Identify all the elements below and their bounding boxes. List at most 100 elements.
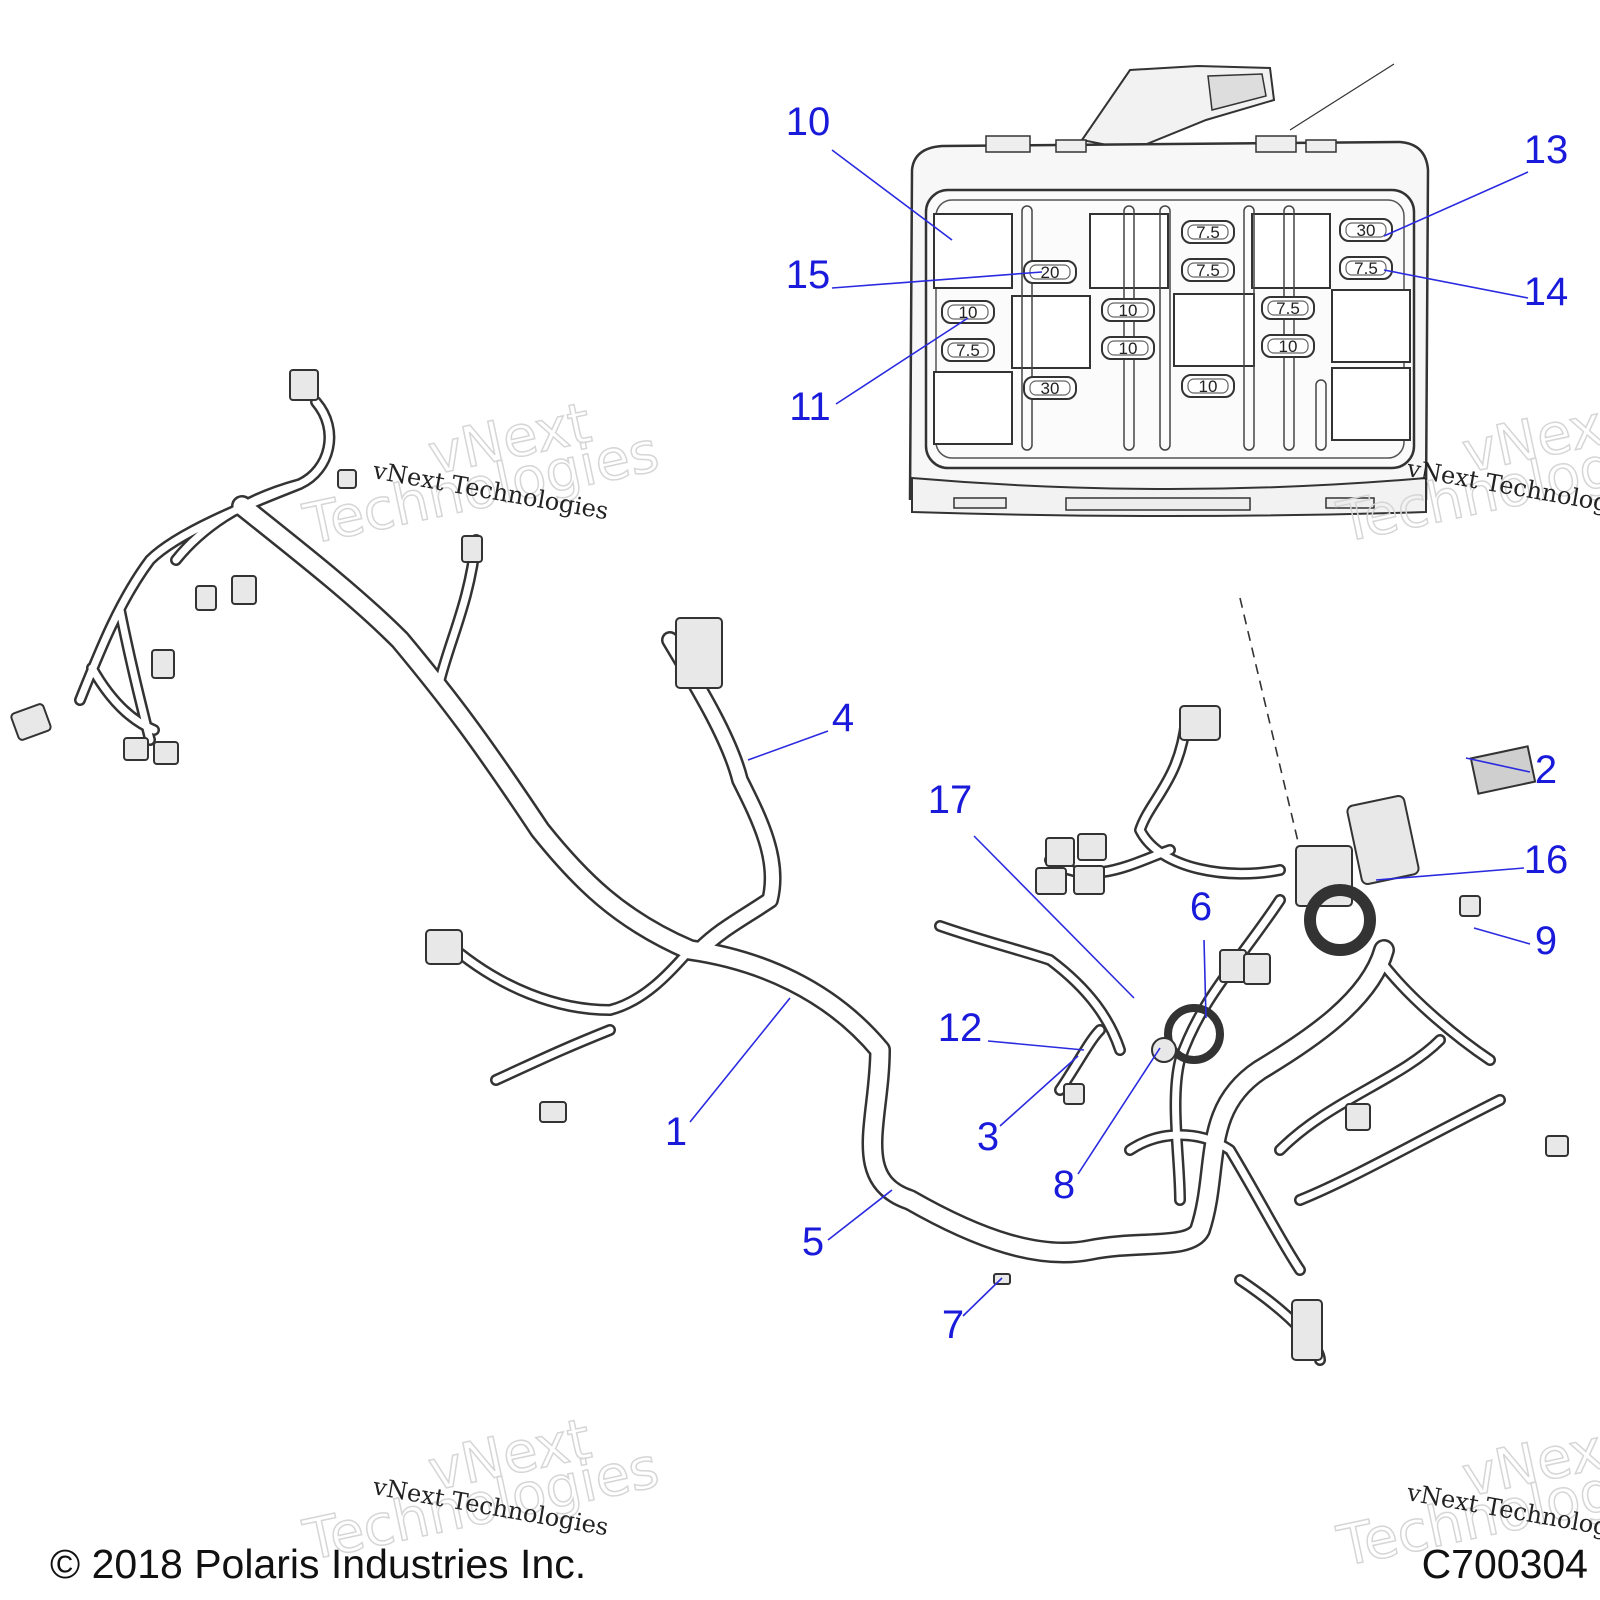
fuse-inner (1267, 338, 1309, 354)
fuse-body (1339, 256, 1393, 280)
callout-number: 8 (1053, 1163, 1075, 1207)
fuse-rating: 7.5 (1196, 223, 1220, 242)
callout-number: 5 (802, 1220, 824, 1264)
fuse-inner (1267, 300, 1309, 316)
callout-number: 14 (1524, 270, 1569, 314)
callout-number: 11 (789, 385, 831, 429)
callout-number: 17 (928, 778, 973, 822)
fuse-rating: 7.5 (1196, 261, 1220, 280)
callout-leader (1375, 867, 1525, 881)
fuse-rating: 7.5 (1354, 259, 1378, 278)
callout: 16 (1375, 838, 1569, 882)
fuse-layer: 7.5 7.5 30 7.5 20 10 7.5 10 10 7.5 10 30 10 (941, 218, 1393, 400)
fuse-body (1101, 298, 1155, 322)
fuse-body (1023, 376, 1077, 400)
callout-leader (835, 317, 969, 405)
fuse-rating: 7.5 (956, 341, 980, 360)
fuse-rating: 10 (1119, 339, 1138, 358)
callout: 2 (1465, 748, 1557, 792)
fuse-body (941, 300, 995, 324)
trunk-body (233, 497, 1393, 1261)
fuse-body (941, 338, 995, 362)
fuse-inner (1345, 222, 1387, 238)
callout: 9 (1473, 919, 1557, 963)
callout: 12 (938, 1006, 1085, 1051)
callout-leader (747, 730, 829, 761)
fuse-inner (1107, 302, 1149, 318)
callout: 11 (789, 317, 969, 429)
callout-number: 13 (1524, 128, 1569, 172)
diagram-code: C700304 (1422, 1541, 1588, 1587)
callout-leader (1203, 939, 1207, 1019)
fuse-box-detail: 7.5 7.5 30 7.5 20 10 7.5 10 10 7.5 10 30 10 (908, 63, 1430, 517)
callout-number: 2 (1535, 748, 1557, 792)
fuse-body (1101, 336, 1155, 360)
fuse: 7.5 (1339, 256, 1393, 280)
fuse: 10 (1101, 298, 1155, 322)
branchD-body (936, 922, 1124, 1094)
callout-leader (999, 1055, 1079, 1127)
callout-leader (1473, 927, 1531, 945)
callout-leader (1077, 1047, 1161, 1175)
callout: 5 (802, 1189, 893, 1264)
callout-number: 1 (665, 1110, 687, 1154)
callout-number: 9 (1535, 919, 1557, 963)
callout: 14 (1383, 269, 1569, 314)
callout: 10 (786, 100, 953, 241)
fuse-body (1023, 260, 1077, 284)
branchB-body (440, 936, 694, 1084)
fuse: 7.5 (1181, 220, 1235, 244)
fuse-inner (1345, 260, 1387, 276)
branchB-outline (438, 934, 696, 1086)
callout-number: 15 (786, 253, 831, 297)
fuse: 10 (1101, 336, 1155, 360)
fuse-body (1181, 258, 1235, 282)
callout-number: 16 (1524, 838, 1569, 882)
mounting-line (1239, 597, 1301, 851)
fuse: 7.5 (1261, 296, 1315, 320)
fuse: 7.5 (941, 338, 995, 362)
fuse-inner (1029, 264, 1071, 280)
leftharness-body (76, 398, 333, 744)
callout-number: 7 (942, 1303, 964, 1347)
fuse: 30 (1339, 218, 1393, 242)
branchA-body (663, 633, 780, 957)
callout: 8 (1053, 1047, 1161, 1207)
callout-leader (973, 835, 1135, 999)
fuse: 30 (1023, 376, 1077, 400)
fuse-body (1261, 334, 1315, 358)
fuse: 10 (941, 300, 995, 324)
callout-leader (831, 149, 953, 241)
fuse-inner (1187, 224, 1229, 240)
callout-number: 4 (832, 696, 854, 740)
connectors (10, 369, 1569, 1361)
leftharness-outline (74, 396, 336, 746)
callout-leader (1465, 757, 1531, 773)
fuse-rating: 10 (1199, 377, 1218, 396)
callout-number: 12 (938, 1006, 983, 1050)
fuse-rating: 30 (1357, 221, 1376, 240)
callout-leader (831, 271, 1043, 289)
fuse: 10 (1261, 334, 1315, 358)
fuse-body (1181, 220, 1235, 244)
callout-number: 10 (786, 100, 831, 144)
callout: 6 (1190, 885, 1212, 1019)
fuse-inner (1029, 380, 1071, 396)
fuse-inner (947, 342, 989, 358)
fuse-rating: 10 (1279, 337, 1298, 356)
fuse-body (1181, 374, 1235, 398)
callout: 4 (747, 696, 854, 761)
fuse-inner (1187, 378, 1229, 394)
fuse-rating: 20 (1041, 263, 1060, 282)
callout: 7 (942, 1277, 1003, 1347)
callout-leader (1383, 269, 1529, 299)
callout-leader (827, 1189, 893, 1241)
relay-blocks (933, 213, 1411, 445)
fuse: 7.5 (1181, 258, 1235, 282)
callout-leader (987, 1040, 1085, 1051)
fuse: 20 (1023, 260, 1077, 284)
callout: 15 (786, 253, 1043, 297)
fuse-inner (1107, 340, 1149, 356)
